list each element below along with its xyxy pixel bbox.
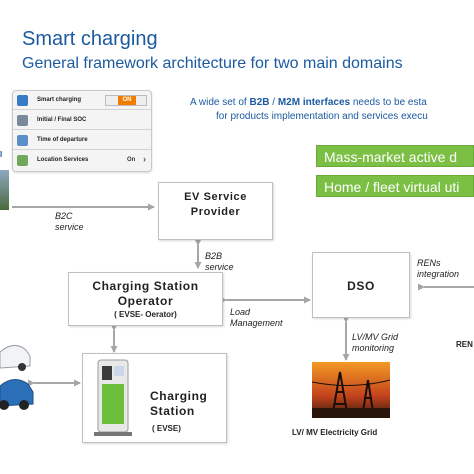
load-management-label: Load Management (230, 307, 283, 329)
phone-row-label: Smart charging (37, 97, 82, 103)
node-label-line: EV Service (184, 191, 247, 203)
electricity-grid-image (312, 362, 390, 418)
phone-row-location[interactable]: Location Services On › (13, 151, 151, 170)
node-label-line: Charging Station (92, 279, 199, 293)
user-photo-fragment (0, 170, 9, 210)
edge-label-line: service (205, 262, 234, 272)
page-subtitle: General framework architecture for two m… (22, 55, 403, 72)
b2b-label: B2B service (205, 251, 234, 273)
location-value: On (127, 157, 136, 163)
charging-station-operator-box: Charging Station Operator ( EVSE- Oerato… (68, 272, 223, 326)
intro-m2m: M2M interfaces (277, 97, 351, 108)
clock-icon (17, 135, 28, 146)
intro-b2b: B2B (249, 97, 270, 108)
phone-row-departure[interactable]: Time of departure (13, 131, 151, 150)
edge-label-line: LV/MV Grid (352, 332, 399, 342)
ren-fragment: REN (456, 340, 473, 349)
intro-line-2: for products implementation and services… (216, 111, 428, 122)
ev-service-provider-box: EV Service Provider (158, 182, 273, 240)
grid-monitoring-label: LV/MV Grid monitoring (352, 332, 398, 354)
intro-line-1: A wide set of B2B / M2M interfaces needs… (190, 97, 427, 108)
clock-icon (17, 95, 28, 106)
intro-text: needs to be esta (350, 97, 427, 108)
edge-label-line: monitoring (352, 343, 395, 353)
smart-charging-toggle[interactable]: ON (105, 95, 147, 106)
green-box-mass-market: Mass-market active d (316, 145, 474, 167)
intro-slash: / (269, 97, 278, 108)
edge-label-line: integration (417, 269, 460, 279)
grid-caption: LV/ MV Electricity Grid (292, 428, 378, 437)
green-box-home-fleet: Home / fleet virtual uti (316, 175, 474, 197)
edge-label-line: Load (230, 307, 251, 317)
smart-charging-app-panel: Smart charging ON Initial / Final SOC Ti… (12, 90, 152, 172)
toggle-on-label: ON (118, 96, 136, 105)
page-title: Smart charging (22, 28, 158, 50)
node-label-line: Charging (150, 389, 208, 403)
phone-row-label: Location Services (37, 157, 89, 163)
phone-row-soc[interactable]: Initial / Final SOC (13, 111, 151, 130)
edge-label-line: Management (230, 318, 283, 328)
rens-integration-label: RENs integration (417, 258, 459, 280)
charging-station-label: Charging Station (150, 389, 207, 419)
charging-station-image (94, 359, 132, 436)
map-icon (17, 155, 28, 166)
dso-box: DSO (312, 252, 410, 318)
node-label-line: Provider (190, 206, 241, 218)
edge-label-line: B2B (205, 251, 223, 261)
intro-text: A wide set of (190, 97, 250, 108)
phone-row-smart-charging[interactable]: Smart charging ON (13, 91, 151, 110)
node-label-line: Station (150, 404, 195, 418)
left-fragment-text: I (0, 150, 3, 159)
edge-label-line: B2C (55, 211, 73, 221)
phone-row-label: Initial / Final SOC (37, 117, 87, 123)
dso-label: DSO (347, 279, 375, 293)
battery-icon (17, 115, 28, 126)
electric-cars-image (0, 345, 34, 410)
b2c-label: B2C service (55, 211, 84, 233)
cso-subtitle: ( EVSE- Oerator) (114, 310, 177, 319)
node-label-line: Operator (117, 294, 174, 308)
edge-label-line: RENs (417, 258, 441, 268)
chevron-right-icon[interactable]: › (143, 154, 146, 164)
phone-row-label: Time of departure (37, 137, 88, 143)
edge-label-line: service (55, 222, 84, 232)
charging-station-subtitle: ( EVSE) (152, 424, 181, 433)
